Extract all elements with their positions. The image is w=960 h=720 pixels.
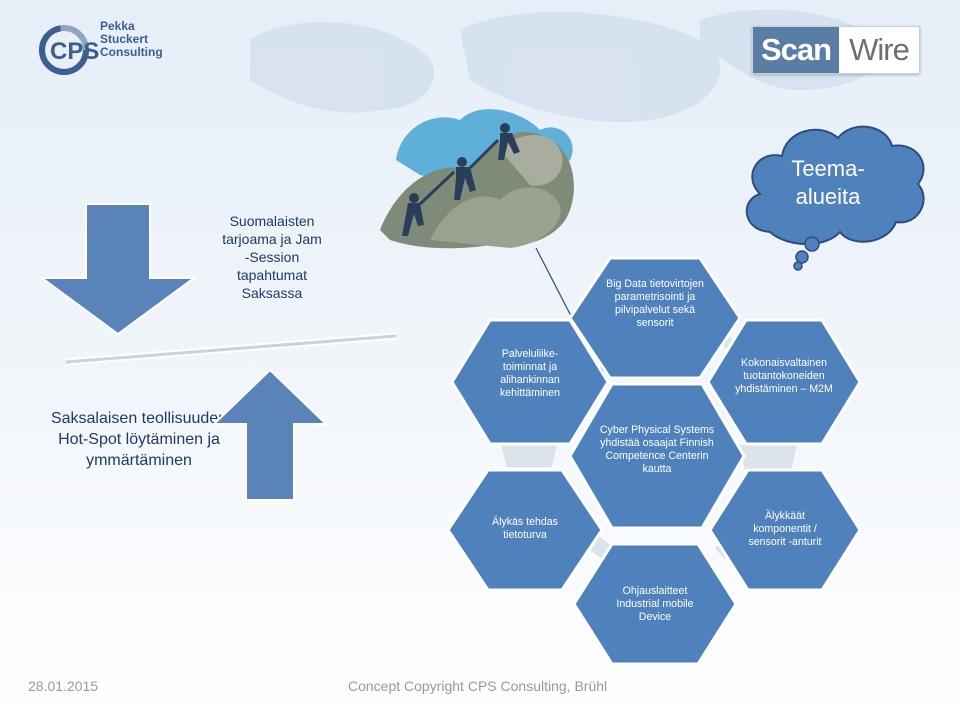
hexagon-label-control-devices: Ohjauslaitteet Industrial mobile Device [616,585,694,623]
thought-cloud [745,125,925,271]
hexagon-production-m2m [706,318,862,446]
text-german-hotspot: Saksalaisen teollisuuden Hot-Spot löytäm… [50,410,228,469]
cps-logo-mark: CPS [50,38,99,65]
hexagon-label-services: Palveluliike-toiminnat ja alihankinnan k… [499,348,561,399]
up-arrow-icon [211,368,329,501]
down-arrow-icon [38,203,198,336]
cps-logo: CPS [39,25,99,75]
scanwire-logo-scan: Scan [753,27,839,73]
hexagon-control-devices [572,542,738,666]
footer-copyright: Concept Copyright CPS Consulting, Brühl [348,678,608,694]
cps-logo-line-1: Pekka [100,19,135,33]
hexagon-big-data [568,256,742,380]
footer-date: 28.01.2015 [28,678,99,694]
text-finnish-offering: Suomalaisten tarjoama ja Jam -Session ta… [222,213,322,301]
scanwire-logo-wire: Wire [849,32,910,67]
hexagon-security [446,468,604,592]
cloud-text-theme-areas: Teema-alueita [791,156,865,209]
hexagon-label-smart-components: Älykkäät komponentit / sensorit -anturit [748,510,822,548]
cps-logo-text: Pekka Stuckert Consulting [100,20,163,59]
cps-logo-line-2: Stuckert [100,32,149,46]
scanwire-logo: Scan Wire [752,26,920,74]
cps-logo-line-3: Consulting [100,45,163,59]
hexagon-smart-components [708,468,862,592]
hexagon-label-cyber-physical: Cyber Physical Systems yhdistää osaajat … [599,424,715,475]
hexagon-label-production-m2m: Kokonaisvaltainen tuotantokoneiden yhdis… [735,357,833,395]
hexagon-services [450,318,610,446]
mountain-climbers-icon [380,109,574,249]
hexagon-label-security: Älykäs tehdas tietoturva [492,516,558,541]
hexagon-cyber-physical [568,382,746,530]
hexagon-label-big-data: Big Data tietovirtojen parametrisointi j… [606,278,704,329]
